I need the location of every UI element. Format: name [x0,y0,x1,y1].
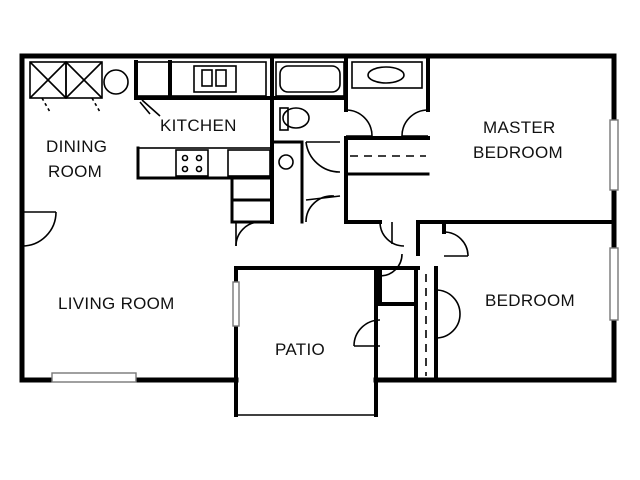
patio-label: PATIO [275,340,325,359]
bath-sink-icon [278,154,294,170]
master-bedroom-label-line1: MASTER [483,118,556,137]
dining-room-label-line2: ROOM [48,162,102,181]
kitchen-label: KITCHEN [160,116,237,135]
toilet-icon [282,107,310,129]
patio-outline [232,266,378,417]
bedroom-window [609,247,619,321]
hall-bathroom [270,61,348,224]
entry-door [21,211,57,247]
stove-icon [175,149,209,177]
master-bedroom-window [609,119,619,191]
living-room-label: LIVING ROOM [58,294,175,313]
hall-door [305,195,341,223]
master-bedroom-label-line2: BEDROOM [473,143,563,162]
exterior-walls [19,53,617,383]
dining-cabinets [29,61,129,113]
refrigerator-icon [227,149,271,177]
living-room-window [51,372,137,383]
master-sink-icon [367,66,405,84]
bathtub-icon [275,61,345,97]
master-closet [344,136,616,247]
kitchen-counters [134,60,274,180]
core-walls [230,54,274,247]
water-heater-icon [103,69,129,95]
kitchen-sink-icon [193,65,237,93]
patio-slider-window [232,281,240,327]
bedroom-walls [353,220,469,382]
dining-room-label-line1: DINING [46,137,107,156]
master-bathroom [344,54,430,137]
bedroom-label: BEDROOM [485,291,575,310]
